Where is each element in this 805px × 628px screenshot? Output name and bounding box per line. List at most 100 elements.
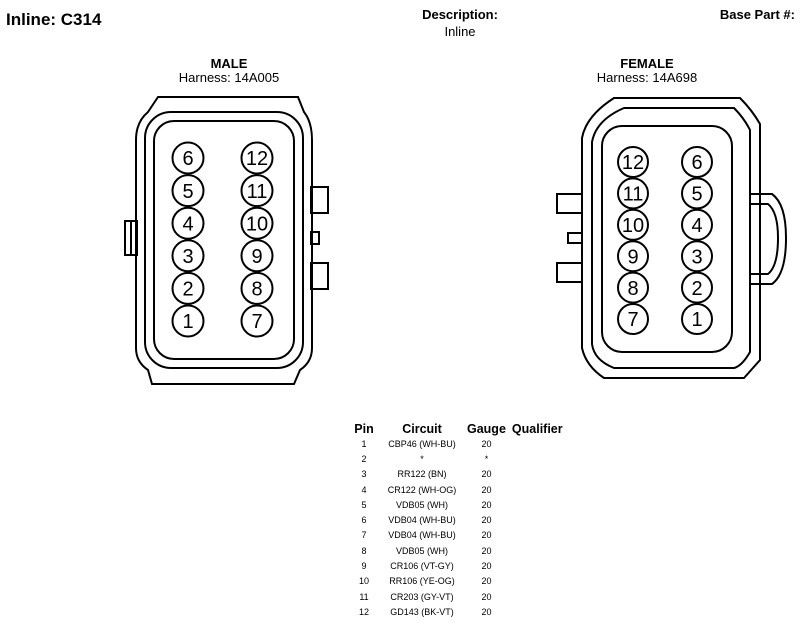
female-pin-label: 6	[691, 152, 702, 174]
pin-table-pin-cell: 3	[361, 469, 367, 480]
pin-table: Pin Circuit Gauge Qualifier 1 CBP46 (WH-B…	[348, 422, 566, 620]
pin-table-circuit-cell: GD143 (BK-VT)	[390, 606, 454, 617]
male-pin-label: 5	[182, 181, 193, 203]
female-pin-circle	[681, 146, 713, 178]
pin-table-gauge-cell: 20	[481, 438, 492, 449]
pin-table-qualifier-cell	[509, 512, 566, 527]
male-connector-body	[135, 96, 313, 385]
male-pin-circle	[171, 304, 205, 338]
pin-table-gauge-cell: 20	[481, 591, 492, 602]
female-pin-label: 7	[627, 309, 638, 331]
pin-table-pin-cell: 2	[361, 453, 367, 464]
pin-table-pin-cell: 11	[359, 591, 369, 602]
male-pin-circle	[240, 141, 274, 175]
pin-table-header: Pin Circuit Gauge Qualifier	[348, 422, 566, 436]
male-pin-label: 3	[182, 246, 193, 268]
male-pin-label: 2	[182, 279, 193, 301]
table-row: 7 VDB04 (WH-BU) 20	[348, 528, 566, 543]
female-pin-circle	[681, 303, 713, 335]
male-pin-label: 9	[251, 246, 262, 268]
male-pin-label: 7	[251, 311, 262, 333]
pin-table-circuit-cell: VDB04 (WH-BU)	[388, 530, 456, 541]
female-pin-label: 5	[691, 184, 702, 206]
pin-table-gauge-cell: *	[484, 453, 489, 464]
female-pin-label: 12	[622, 152, 644, 174]
pin-table-gauge-cell: 20	[481, 530, 492, 541]
table-row: 3 RR122 (BN) 20	[348, 467, 566, 482]
female-pin-circle	[617, 177, 649, 210]
male-pin-label: 11	[247, 181, 268, 203]
pin-table-gauge-cell: 20	[481, 499, 492, 510]
pin-table-circuit-cell: VDB05 (WH)	[395, 545, 448, 556]
pin-table-circuit-cell: RR122 (BN)	[397, 469, 447, 480]
pin-table-pin-cell: 10	[358, 576, 369, 587]
female-pin-label: 1	[691, 309, 702, 331]
male-harness: Harness: 14A005	[178, 70, 280, 85]
pin-table-gauge-cell: 20	[481, 606, 492, 617]
table-row: 4 CR122 (WH-OG) 20	[348, 482, 566, 497]
female-label: FEMALE	[620, 56, 674, 71]
female-pin-circle	[617, 271, 649, 304]
gauge-header: Gauge	[467, 422, 506, 436]
pin-table-pin-cell: 4	[361, 484, 367, 495]
female-pin-circle	[681, 208, 713, 241]
male-connector-header: MALE Harness: 14A005	[129, 57, 329, 85]
pin-table-gauge-cell: 20	[481, 484, 492, 495]
pin-table-pin-cell: 7	[361, 530, 367, 541]
female-pin-label: 9	[627, 246, 638, 268]
male-pin-label: 4	[182, 213, 193, 235]
female-pin-label: 11	[623, 184, 644, 206]
male-pin-label: 1	[182, 311, 193, 333]
pin-table-gauge-cell: 20	[481, 515, 492, 526]
female-latch-left	[556, 193, 583, 283]
pin-table-circuit-cell: CR106 (VT-GY)	[390, 561, 454, 572]
female-pin-label: 8	[627, 278, 638, 300]
pin-table-gauge-cell: 20	[481, 561, 492, 572]
table-row: 1 CBP46 (WH-BU) 20	[348, 436, 566, 451]
pin-table-qualifier-cell	[509, 482, 566, 497]
pin-table-circuit-cell: *	[420, 453, 424, 464]
female-pin-circle	[617, 146, 649, 178]
male-pin-circle	[171, 206, 205, 240]
male-pin-label: 10	[246, 213, 268, 235]
pin-table-qualifier-cell	[509, 467, 566, 482]
male-pin-circle	[240, 271, 274, 305]
pin-table-pin-cell: 12	[358, 606, 369, 617]
description-value: Inline	[444, 24, 476, 39]
pin-table-qualifier-cell	[509, 451, 566, 466]
female-pin-label: 4	[691, 215, 702, 237]
male-pin-circle	[171, 141, 205, 175]
circuit-header: Circuit	[402, 422, 442, 436]
pin-table-circuit-cell: CBP46 (WH-BU)	[388, 438, 456, 449]
pin-table-qualifier-cell	[509, 558, 566, 573]
male-pin-circle	[171, 239, 205, 273]
female-pin-circle	[617, 240, 649, 273]
male-pin-circle	[240, 304, 274, 338]
pin-table-pin-cell: 8	[361, 545, 367, 556]
male-label: MALE	[210, 56, 248, 71]
female-pin-label: 2	[691, 278, 702, 300]
male-pin-circle	[240, 174, 274, 208]
pin-table-gauge-cell: 20	[481, 576, 492, 587]
female-pin-circle	[681, 271, 713, 304]
pin-table-pin-cell: 1	[361, 438, 367, 449]
female-latch-right	[750, 193, 788, 285]
male-latch-left	[124, 220, 138, 256]
pin-table-circuit-cell: CR122 (WH-OG)	[387, 484, 457, 495]
male-latch-right	[310, 186, 329, 290]
base-part-label: Base Part #:	[719, 7, 795, 22]
pin-table-qualifier-cell	[509, 543, 566, 558]
female-pin-circle	[617, 303, 649, 335]
pin-table-qualifier-cell	[509, 497, 566, 512]
pin-table-circuit-cell: VDB04 (WH-BU)	[388, 515, 456, 526]
pin-table-gauge-cell: 20	[481, 469, 492, 480]
female-pin-label: 3	[691, 246, 702, 268]
connector-title: Inline: C314	[6, 10, 102, 29]
pin-table-circuit-cell: VDB05 (WH)	[395, 499, 448, 510]
